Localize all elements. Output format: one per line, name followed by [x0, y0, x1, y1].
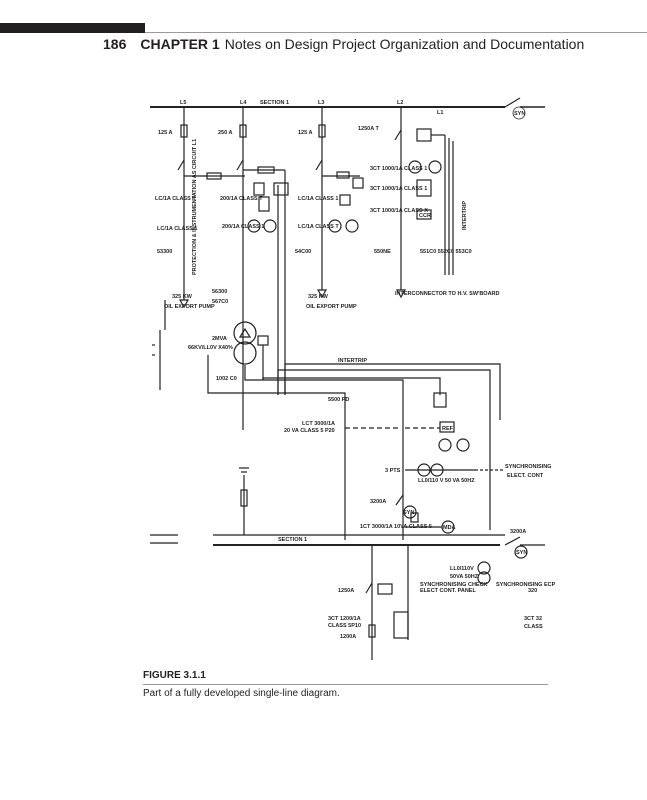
diagram-label: 125 A: [298, 130, 313, 136]
diagram-label: 3CT 1000/1A CLASS 1: [370, 186, 427, 192]
header-bar: [0, 23, 145, 33]
diagram-label: L1: [437, 110, 443, 116]
diagram-label: 250 A: [218, 130, 233, 136]
diagram-label: 3200A: [510, 529, 526, 535]
diagram-label: 5500 PD: [328, 397, 349, 403]
page-number: 186: [103, 36, 127, 52]
feeder-l5: [177, 107, 245, 309]
diagram-label: L5: [180, 100, 186, 106]
diagram-label: 50VA 50HZ: [450, 574, 479, 580]
feeder-l2: [394, 107, 454, 299]
diagram-label: 20 VA CLASS 5 P20: [284, 428, 335, 434]
diagram-label: CLASS: [524, 624, 543, 630]
diagram-label: 3CT 1000/1A CLASS X: [370, 208, 428, 214]
feeder-l3: [315, 107, 364, 299]
diagram-label: 3CT 32: [524, 616, 542, 622]
diagram-label: OIL EXPORT PUMP: [164, 304, 215, 310]
diagram-label: 3200A: [370, 499, 386, 505]
diagram-label: L3: [318, 100, 324, 106]
diagram-label: INTERTRIP: [338, 358, 367, 364]
diagram-label: SYNCHRONISING: [505, 464, 551, 470]
diagram-label: 125 A: [158, 130, 173, 136]
diagram-label: 2MVA: [212, 336, 227, 342]
diagram-label: 3CT 1200/1A: [328, 616, 361, 622]
diagram-label: SYNCHRONISING CHECK: [420, 582, 488, 588]
figure-caption: Part of a fully developed single-line di…: [143, 688, 340, 699]
diagram-label: LC/1A CLASS 1: [157, 226, 197, 232]
diagram-label: CLASS 5P10: [328, 623, 361, 629]
diagram-label: L4: [240, 100, 247, 106]
diagram-label: LL0/110 V 50 VA 50HZ: [418, 478, 475, 484]
diagram-label: 3 PTS: [385, 468, 401, 474]
diagram-label: 320: [528, 588, 537, 594]
diagram-label: OIL EXPORT PUMP: [306, 304, 357, 310]
diagram-label: 1CT 3000/1A 10VA CLASS 5: [360, 524, 432, 530]
diagram-label: SYN: [403, 510, 414, 516]
diagram-label: L2: [397, 100, 403, 106]
diagram-label: 325 KW: [308, 294, 329, 300]
diagram-label: 551C0 552C0 553C0: [420, 249, 472, 255]
header-rule: [145, 32, 647, 33]
diagram-label: 54C00: [295, 249, 311, 255]
diagram-label: CCR: [419, 213, 431, 219]
diagram-label: LL0/110V: [450, 566, 474, 572]
diagram-label: SYN: [514, 111, 525, 117]
diagram-label: LC/1A CLASS T: [298, 224, 339, 230]
chapter-title: Notes on Design Project Organization and…: [224, 36, 585, 52]
caption-rule: [143, 684, 548, 685]
chapter-label: CHAPTER 1: [140, 36, 220, 52]
diagram-label: 1200A: [340, 634, 356, 640]
diagram-label: 53300: [157, 249, 172, 255]
diagram-label: INTERCONNECTOR TO H.V. SW'BOARD: [395, 291, 500, 297]
diagram-label: SECTION 1: [260, 100, 289, 106]
diagram-label: 200/1A CLASS 1: [222, 224, 264, 230]
diagram-label: LC/1A CLASS T: [155, 196, 196, 202]
figure-label: FIGURE 3.1.1: [143, 670, 206, 681]
diagram-label: 325 KW: [172, 294, 193, 300]
diagram-label: ELECT CONT. PANEL: [420, 588, 476, 594]
diagram-label: INTERTRIP: [462, 201, 468, 230]
diagram-label: PROTECTION & INSTRUMENTATION AS CIRCUIT …: [192, 139, 198, 275]
diagram-label: SYNCHRONISING ECP: [496, 582, 556, 588]
diagram-label: SYN: [516, 550, 527, 556]
diagram-label: LCT 3000/1A: [302, 421, 335, 427]
feeder-l4: [233, 107, 289, 430]
diagram-label: 66KV/LL0V X40%: [188, 345, 233, 351]
diagram-label: 3CT 1000/1A CLASS 1: [370, 166, 427, 172]
diagram-label: 1002 C0: [216, 376, 237, 382]
diagram-label: MDA: [443, 525, 456, 531]
diagram-label: LC/1A CLASS 1: [298, 196, 338, 202]
diagram-label: 550NE: [374, 249, 391, 255]
diagram-label: SECTION 1: [278, 537, 307, 543]
diagram-label: 567C0: [212, 299, 228, 305]
diagram-label: REF: [442, 426, 454, 432]
diagram-labels: L5 L4 SECTION 1 L3 L2 L1 SYN 125 A 250 A…: [155, 100, 556, 640]
diagram-label: ELECT. CONT: [507, 473, 544, 479]
diagram-label: 200/1A CLASS T: [220, 196, 263, 202]
diagram-label: 1250A T: [358, 126, 380, 132]
diagram-label: 56300: [212, 289, 227, 295]
diagram-label: 1250A: [338, 588, 354, 594]
